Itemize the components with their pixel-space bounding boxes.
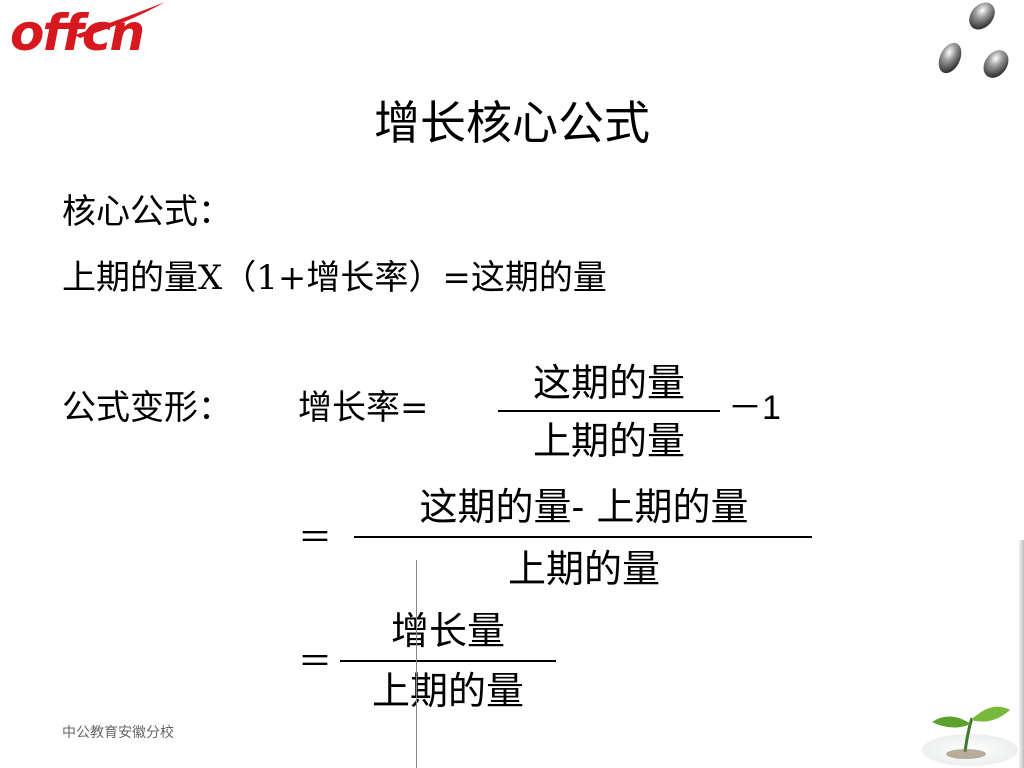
fraction3-denominator: 上期的量 bbox=[371, 669, 524, 713]
slide-title: 增长核心公式 bbox=[374, 96, 650, 150]
fraction1-bar bbox=[498, 410, 720, 412]
equals-sign-2: ＝ bbox=[298, 518, 332, 558]
fraction1-numerator: 这期的量 bbox=[532, 361, 685, 405]
core-formula-label: 核心公式： bbox=[62, 192, 232, 232]
variant-label: 公式变形： bbox=[62, 388, 232, 428]
logo-swoosh-icon bbox=[75, 2, 165, 38]
fraction3-numerator: 增长量 bbox=[390, 609, 505, 653]
equals-sign-3: ＝ bbox=[298, 642, 332, 682]
fraction2-bar bbox=[354, 536, 812, 538]
droplet-decoration-icon bbox=[938, 2, 1009, 78]
fraction2-denominator: 上期的量 bbox=[507, 547, 660, 591]
right-edge-shadow bbox=[1018, 540, 1024, 768]
core-formula: 上期的量X（1+增长率）=这期的量 bbox=[62, 258, 607, 298]
footer-text: 中公教育安徽分校 bbox=[62, 725, 174, 741]
fraction3-bar bbox=[340, 660, 556, 662]
fraction1-tail: －1 bbox=[728, 389, 781, 427]
divider-line bbox=[416, 560, 417, 768]
fraction2-numerator: 这期的量- 上期的量 bbox=[419, 485, 749, 529]
offcn-logo: offcn bbox=[10, 4, 145, 62]
seedling-decoration-icon bbox=[922, 706, 1018, 766]
variant-lhs: 增长率= bbox=[298, 388, 429, 428]
fraction1-denominator: 上期的量 bbox=[532, 419, 685, 463]
